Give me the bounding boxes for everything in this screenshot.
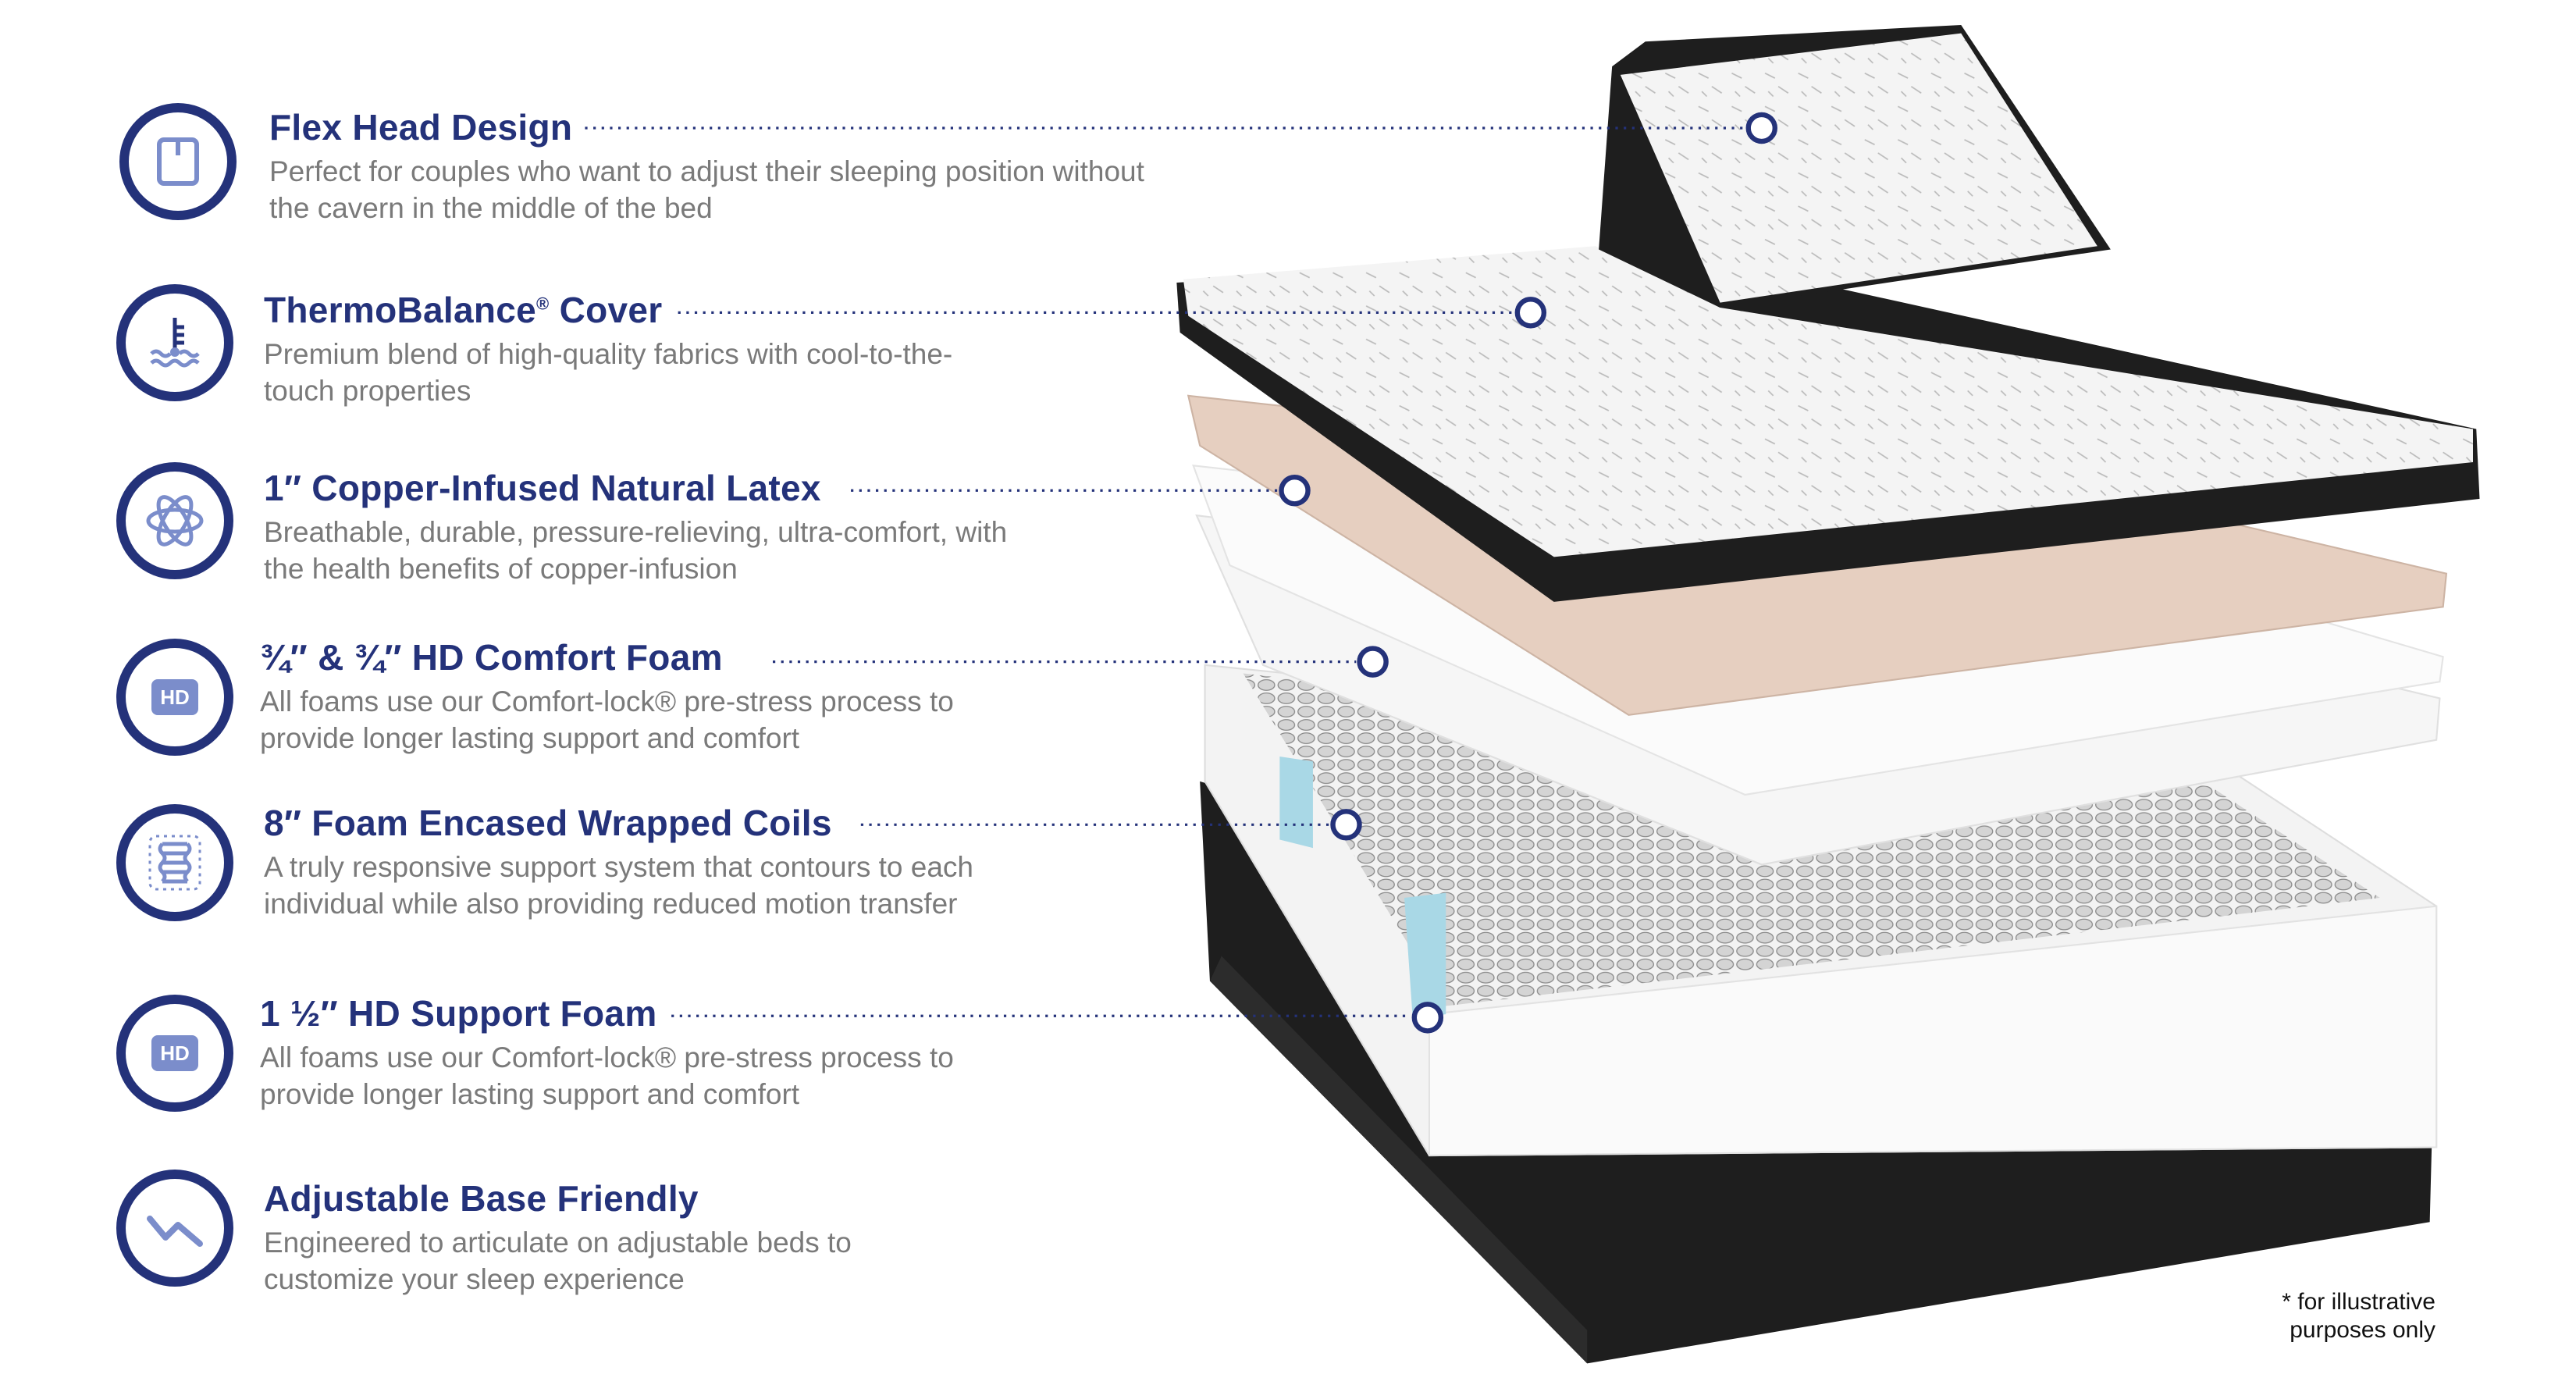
atom-icon (116, 462, 233, 579)
feature-title: ThermoBalance® Cover (264, 289, 663, 331)
hd-badge-icon: HD (116, 639, 233, 756)
feature-description: All foams use our Comfort-lock® pre-stre… (260, 685, 954, 754)
feature-description: Perfect for couples who want to adjust t… (269, 155, 1144, 224)
feature-title: 8″ Foam Encased Wrapped Coils (264, 803, 832, 843)
hd-badge-icon: HD (116, 995, 233, 1112)
feature-description: All foams use our Comfort-lock® pre-stre… (260, 1041, 954, 1110)
adjustable-base-icon (116, 1170, 233, 1287)
feature-description: Engineered to articulate on adjustable b… (264, 1227, 852, 1295)
flex-head-icon (119, 103, 237, 220)
callout-marker (1279, 475, 1311, 507)
callout-marker (1330, 809, 1362, 841)
title-suffix: Cover (549, 290, 663, 330)
feature-description: A truly responsive support system that c… (264, 851, 974, 920)
callout-marker (1514, 297, 1547, 329)
feature-title: 1″ Copper-Infused Natural Latex (264, 468, 821, 508)
feature-description: Breathable, durable, pressure-relieving,… (264, 516, 1008, 585)
feature-title: 1 ½″ HD Support Foam (260, 993, 657, 1034)
thermometer-water-icon (116, 284, 233, 401)
callout-marker (1357, 646, 1389, 678)
feature-title: Flex Head Design (269, 107, 573, 148)
coil-icon (116, 804, 233, 921)
registered-mark: ® (536, 294, 550, 314)
title-text: ThermoBalance (264, 290, 537, 330)
hd-badge: HD (151, 679, 198, 715)
callout-marker (1411, 1002, 1444, 1034)
callout-marker (1745, 112, 1777, 144)
feature-title: Adjustable Base Friendly (264, 1178, 699, 1219)
hd-badge: HD (151, 1035, 198, 1071)
feature-title: ¾″ & ¾″ HD Comfort Foam (260, 637, 723, 678)
feature-description: Premium blend of high-quality fabrics wi… (264, 338, 953, 407)
illustrative-note: * for illustrative purposes only (2282, 1289, 2435, 1343)
